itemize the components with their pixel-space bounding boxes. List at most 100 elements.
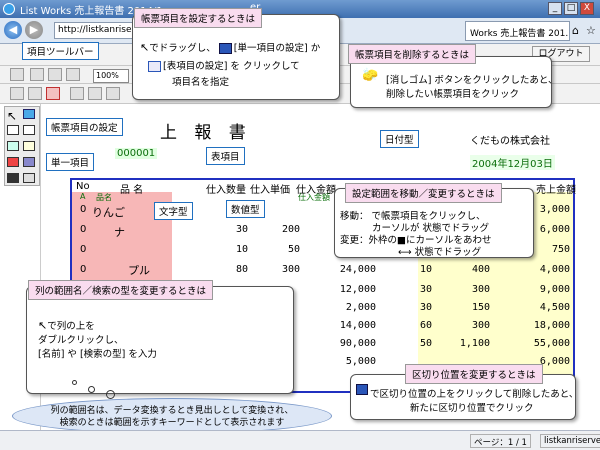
bubble-dot-2	[88, 386, 95, 393]
cell-price-1: 200	[281, 224, 300, 235]
cell-qty-3: 80	[235, 264, 248, 275]
cell-cnt-4: 30	[419, 284, 432, 295]
tool-icon-6[interactable]	[106, 87, 120, 100]
cell-price-2: 50	[287, 244, 300, 255]
box-tool-icon[interactable]	[23, 125, 35, 135]
header-name: 品 名	[120, 185, 144, 196]
cell-qty-2: 10	[235, 244, 248, 255]
string-type-label: 文字型	[154, 202, 193, 220]
header-qty: 仕入数量	[206, 185, 246, 196]
single-item-label: 単一項目	[46, 153, 95, 171]
paste-icon[interactable]	[48, 68, 62, 81]
minimize-button[interactable]: _	[548, 2, 562, 15]
cell-cnt-6: 60	[419, 320, 432, 331]
cloud-line1: 列の範囲名は、データ変換するとき見出しとして変換され、	[50, 406, 294, 416]
copy-icon[interactable]	[30, 68, 44, 81]
url-input[interactable]: http://listkanriserver	[54, 22, 134, 39]
cell-sales-2: 750	[551, 244, 570, 255]
zoom-select[interactable]: 100%	[93, 69, 129, 83]
table-tool-icon[interactable]	[7, 141, 19, 151]
column-range-heading: 列の範囲名／検索の型を変更するときは	[28, 280, 214, 300]
divider-heading: 区切り位置を変更するときは	[405, 364, 543, 384]
cell-sales-4: 9,000	[539, 284, 570, 295]
date-field[interactable]: 2004年12月03日	[470, 155, 555, 170]
cell-sales-8: 6,000	[539, 356, 570, 367]
bubble-dot-1	[72, 380, 77, 385]
maximize-button[interactable]: □	[564, 2, 578, 15]
delete-heading: 帳票項目を削除するときは	[348, 44, 477, 64]
window-title: List Works 売上報告書 2014/1	[20, 6, 163, 17]
move-line1: 移動： で帳票項目をクリックし、	[340, 211, 486, 222]
cloud-line2: 検索のときは範囲を示すキーワードとして表示されます	[59, 418, 285, 428]
status-bar: ページ：1 / 1 listkanriserver	[0, 430, 600, 450]
item-setting-callout	[132, 14, 340, 100]
close-button[interactable]: X	[580, 2, 594, 15]
save-icon[interactable]	[10, 68, 24, 81]
globe-icon[interactable]	[23, 109, 35, 119]
move-line3: 変更：外枠の■にカーソルをあわせ	[340, 235, 492, 246]
cell-cnt-5: 30	[419, 302, 432, 313]
column-range-line2: ダブルクリックし、	[38, 335, 124, 346]
tool-icon-1[interactable]	[10, 87, 24, 100]
line-tool-icon[interactable]	[7, 173, 19, 183]
page-indicator: ページ：1 / 1	[470, 434, 531, 448]
resize-arrow-icon: ⟷	[398, 247, 412, 258]
item-setting-heading: 帳票項目を設定するときは	[134, 8, 263, 28]
eraser-icon: 🧽	[362, 68, 379, 83]
table-item-label: 表項目	[206, 147, 245, 165]
single-item-field[interactable]: 000001	[115, 148, 158, 159]
eraser-tool-icon[interactable]	[23, 173, 35, 183]
cell-name-3: プル	[128, 264, 150, 277]
cell-sales-0: 3,000	[539, 204, 570, 215]
grid-tool-icon[interactable]	[23, 157, 35, 167]
print-icon[interactable]	[66, 68, 80, 81]
favorites-icon[interactable]: ☆	[586, 24, 596, 37]
cell-a-2: 0	[80, 244, 87, 255]
home-icon[interactable]: ⌂	[572, 24, 579, 37]
tool-icon-4[interactable]	[70, 87, 84, 100]
cell-name-0: りんご	[92, 206, 125, 219]
move-line4: ⟷ 状態でドラッグ	[398, 247, 482, 258]
single-item-icon	[218, 43, 232, 54]
cell-sales-6: 18,000	[533, 320, 570, 331]
header-price: 仕入単価	[250, 185, 290, 196]
report-title: 上 報 書	[160, 123, 252, 143]
cell-a-3: 0	[80, 264, 87, 275]
subheader-amount: 仕入金額	[298, 193, 330, 202]
cell-amount-4: 12,000	[339, 284, 376, 295]
tool-icon-5[interactable]	[88, 87, 102, 100]
field-tool-icon[interactable]	[23, 141, 35, 151]
forward-icon[interactable]: ▶	[25, 21, 43, 39]
browser-tab[interactable]: Works 売上報告書 201...	[465, 21, 570, 41]
cell-price-3: 300	[281, 264, 300, 275]
cell-sales-5: 4,500	[539, 302, 570, 313]
company-name: くだもの株式会社	[470, 136, 550, 147]
cell-a-1: 0	[80, 224, 87, 235]
delete-line2: 削除したい帳票項目をクリック	[386, 89, 520, 100]
pointer-icon: ↖	[38, 319, 48, 332]
color-tool-icon[interactable]	[7, 157, 19, 167]
item-tool-palette: ↖	[4, 106, 40, 186]
cell-sales-3: 4,000	[539, 264, 570, 275]
divider-line1: で区切り位置の上をクリックして削除したあと、	[370, 389, 579, 400]
column-range-line1: ↖で列の上を	[38, 319, 95, 332]
table-item-icon	[148, 61, 161, 72]
cell-unit-3: 400	[471, 264, 490, 275]
table-item-setting-icon[interactable]	[46, 87, 60, 100]
item-setting-line1: ↖でドラッグし、 [単一項目の設定] か	[140, 41, 321, 54]
divider-line2: 新たに区切り位置でクリック	[410, 403, 534, 414]
subheader-name: 品名	[96, 193, 112, 202]
cell-name-1: ナ	[114, 226, 125, 239]
tool-icon-2[interactable]	[28, 87, 42, 100]
item-setting-line3: 項目名を指定	[172, 77, 230, 88]
pointer-icon[interactable]: ↖	[7, 109, 18, 123]
back-icon[interactable]: ◀	[4, 21, 22, 39]
header-no: No	[76, 181, 90, 192]
numeric-type-label: 数値型	[226, 200, 265, 218]
cell-cnt-3: 10	[419, 264, 432, 275]
single-item-tool-icon[interactable]	[7, 125, 19, 135]
cell-a-0: 0	[80, 204, 87, 215]
server-name: listkanriserver	[540, 434, 600, 448]
cell-qty-1: 30	[235, 224, 248, 235]
subheader-a: A	[80, 192, 86, 201]
